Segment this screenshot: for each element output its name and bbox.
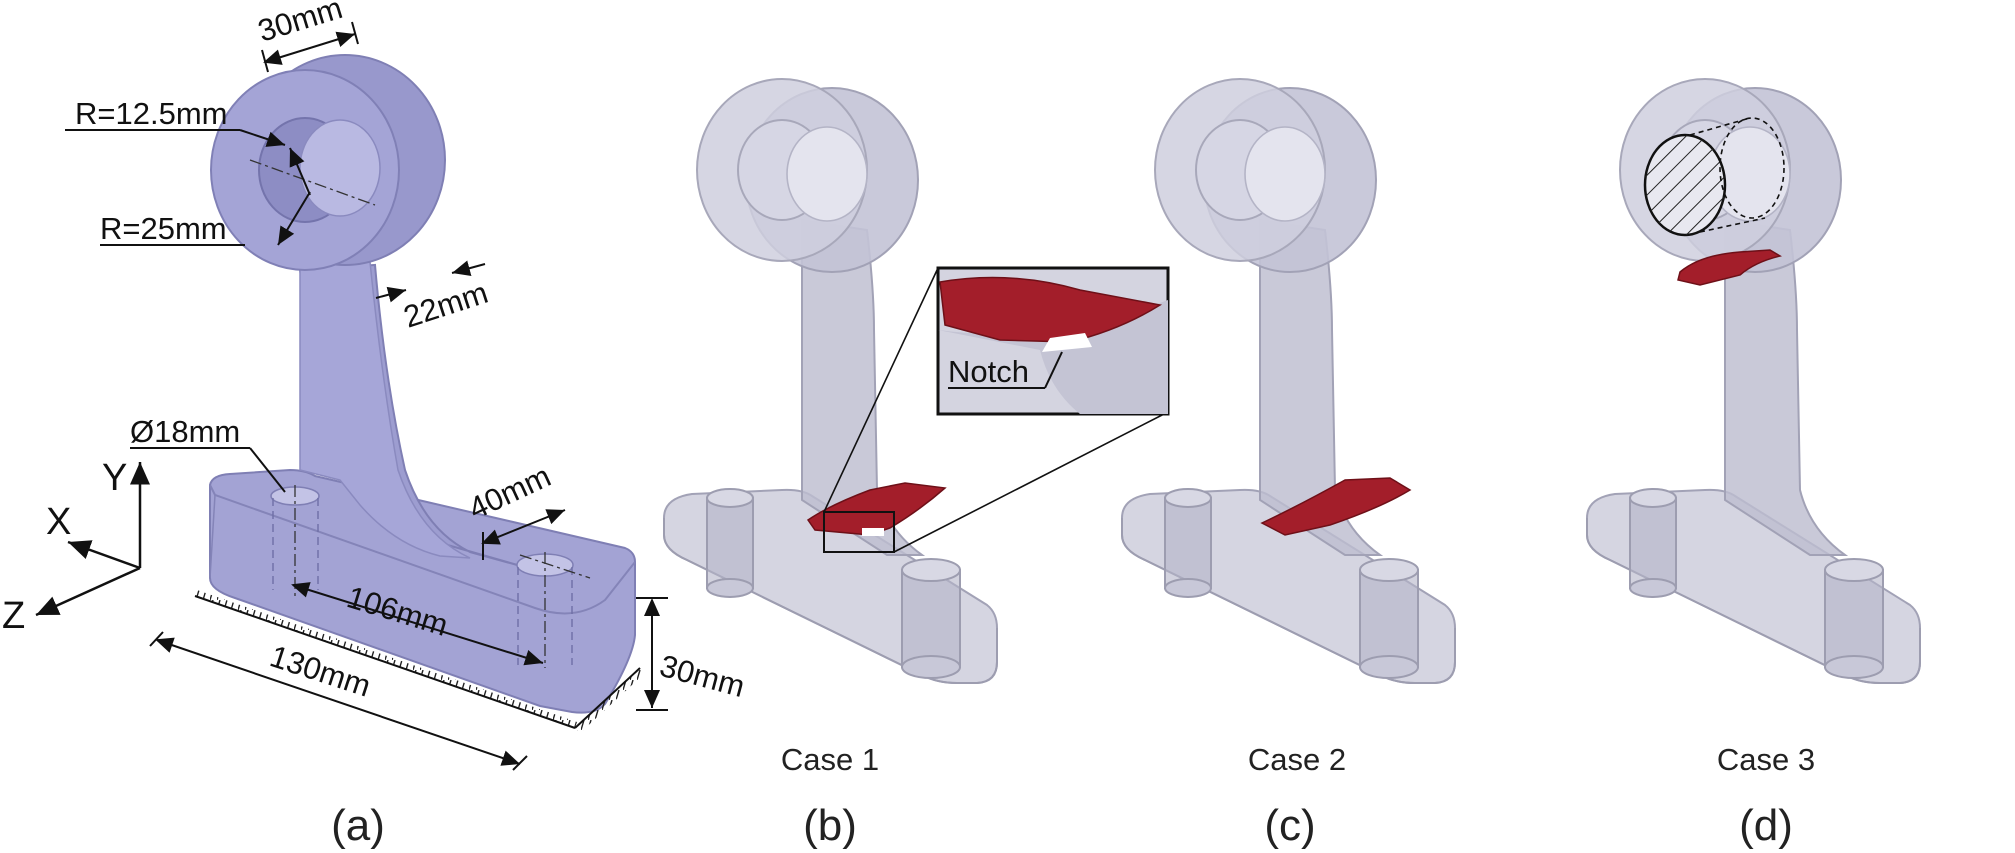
dim-outer-radius: R=25mm (100, 211, 227, 246)
dim-arm-thickness: 22mm (399, 275, 492, 335)
axis-triad: Y X Z (2, 457, 150, 637)
ground-hatch-side (575, 668, 645, 733)
panel-b: Notch Case 1 (b) (663, 78, 1170, 850)
notch (862, 528, 884, 536)
dim-inner-radius: R=12.5mm (75, 96, 227, 131)
damage-region-case3 (1677, 249, 1782, 286)
dim-hole-diameter: Ø18mm (130, 414, 240, 449)
case2-label: Case 2 (1248, 742, 1346, 777)
case1-label: Case 1 (781, 742, 879, 777)
bracket-case2 (1121, 78, 1456, 684)
bracket-case3 (1586, 78, 1921, 684)
panel-d: Case 3 (d) (1586, 78, 1921, 850)
panel-a: 30mm R=12.5mm R=25mm 22mm Ø18mm 40mm 106… (2, 0, 748, 850)
panel-c-label: (c) (1264, 801, 1315, 850)
panel-c: Case 2 (c) (1121, 78, 1456, 850)
panel-d-label: (d) (1739, 801, 1793, 850)
axis-x-label: X (46, 501, 71, 543)
dim-slot-length: 40mm (463, 458, 556, 526)
notch-label: Notch (948, 354, 1029, 389)
panel-a-label: (a) (331, 801, 385, 850)
case3-label: Case 3 (1717, 742, 1815, 777)
zoom-box (823, 511, 895, 553)
axis-z-label: Z (2, 595, 25, 637)
inset-zoom: Notch (936, 266, 1170, 416)
axis-y-label: Y (102, 457, 127, 499)
damage-region-case2 (1260, 477, 1412, 536)
panel-b-label: (b) (803, 801, 857, 850)
loaded-pin-hatch (1645, 135, 1725, 235)
dim-base-height: 30mm (656, 648, 748, 704)
